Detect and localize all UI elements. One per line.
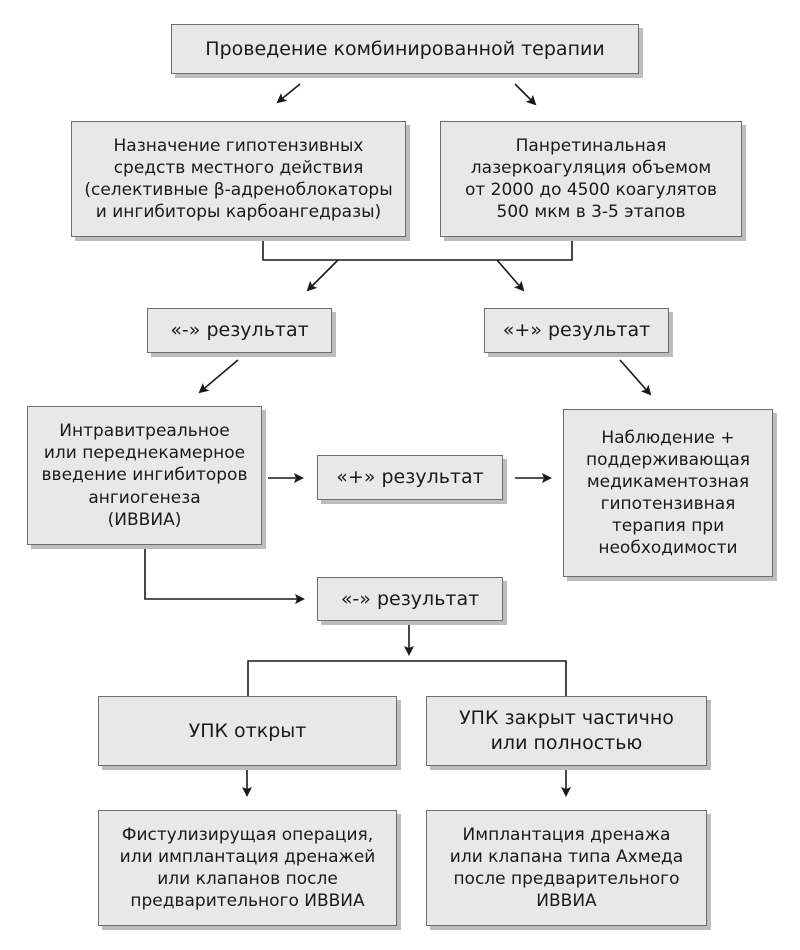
arrow-ivvia-to-negative-2 <box>144 545 305 604</box>
node-ivvia: Интравитреальное или переднекамерное вве… <box>27 406 262 545</box>
node-negative-result-2: «-» результат <box>317 577 503 621</box>
node-positive-result-2: «+» результат <box>317 455 503 500</box>
bracket-upk <box>247 660 567 696</box>
node-fistulizing-operation: Фистулизирущая операция, или имплантация… <box>98 810 397 926</box>
arrow-top-to-hypotensive <box>276 83 301 104</box>
arrow-negative-to-ivvia <box>198 359 239 394</box>
node-panretinal-laser: Панретинальная лазеркоагуляция объемом о… <box>440 121 742 237</box>
node-ahmed-implant: Имплантация дренажа или клапана типа Ахм… <box>426 810 707 926</box>
arrow-to-negative-result-1 <box>306 259 339 292</box>
node-upk-closed: УПК закрыт частично или полностью <box>426 696 707 766</box>
arrow-to-positive-result-1 <box>496 259 525 292</box>
node-hypotensive-drugs: Назначение гипотензивных средств местног… <box>71 121 406 237</box>
node-upk-open: УПК открыт <box>98 696 397 766</box>
node-combined-therapy: Проведение комбинированной терапии <box>171 24 639 74</box>
arrow-positive-to-observation <box>619 359 652 396</box>
node-observation: Наблюдение + поддерживающая медикаментоз… <box>563 409 773 577</box>
bracket-therapies <box>262 237 573 261</box>
node-negative-result-1: «-» результат <box>147 308 332 353</box>
arrow-top-to-laser <box>514 83 537 106</box>
node-positive-result-1: «+» результат <box>484 308 669 353</box>
